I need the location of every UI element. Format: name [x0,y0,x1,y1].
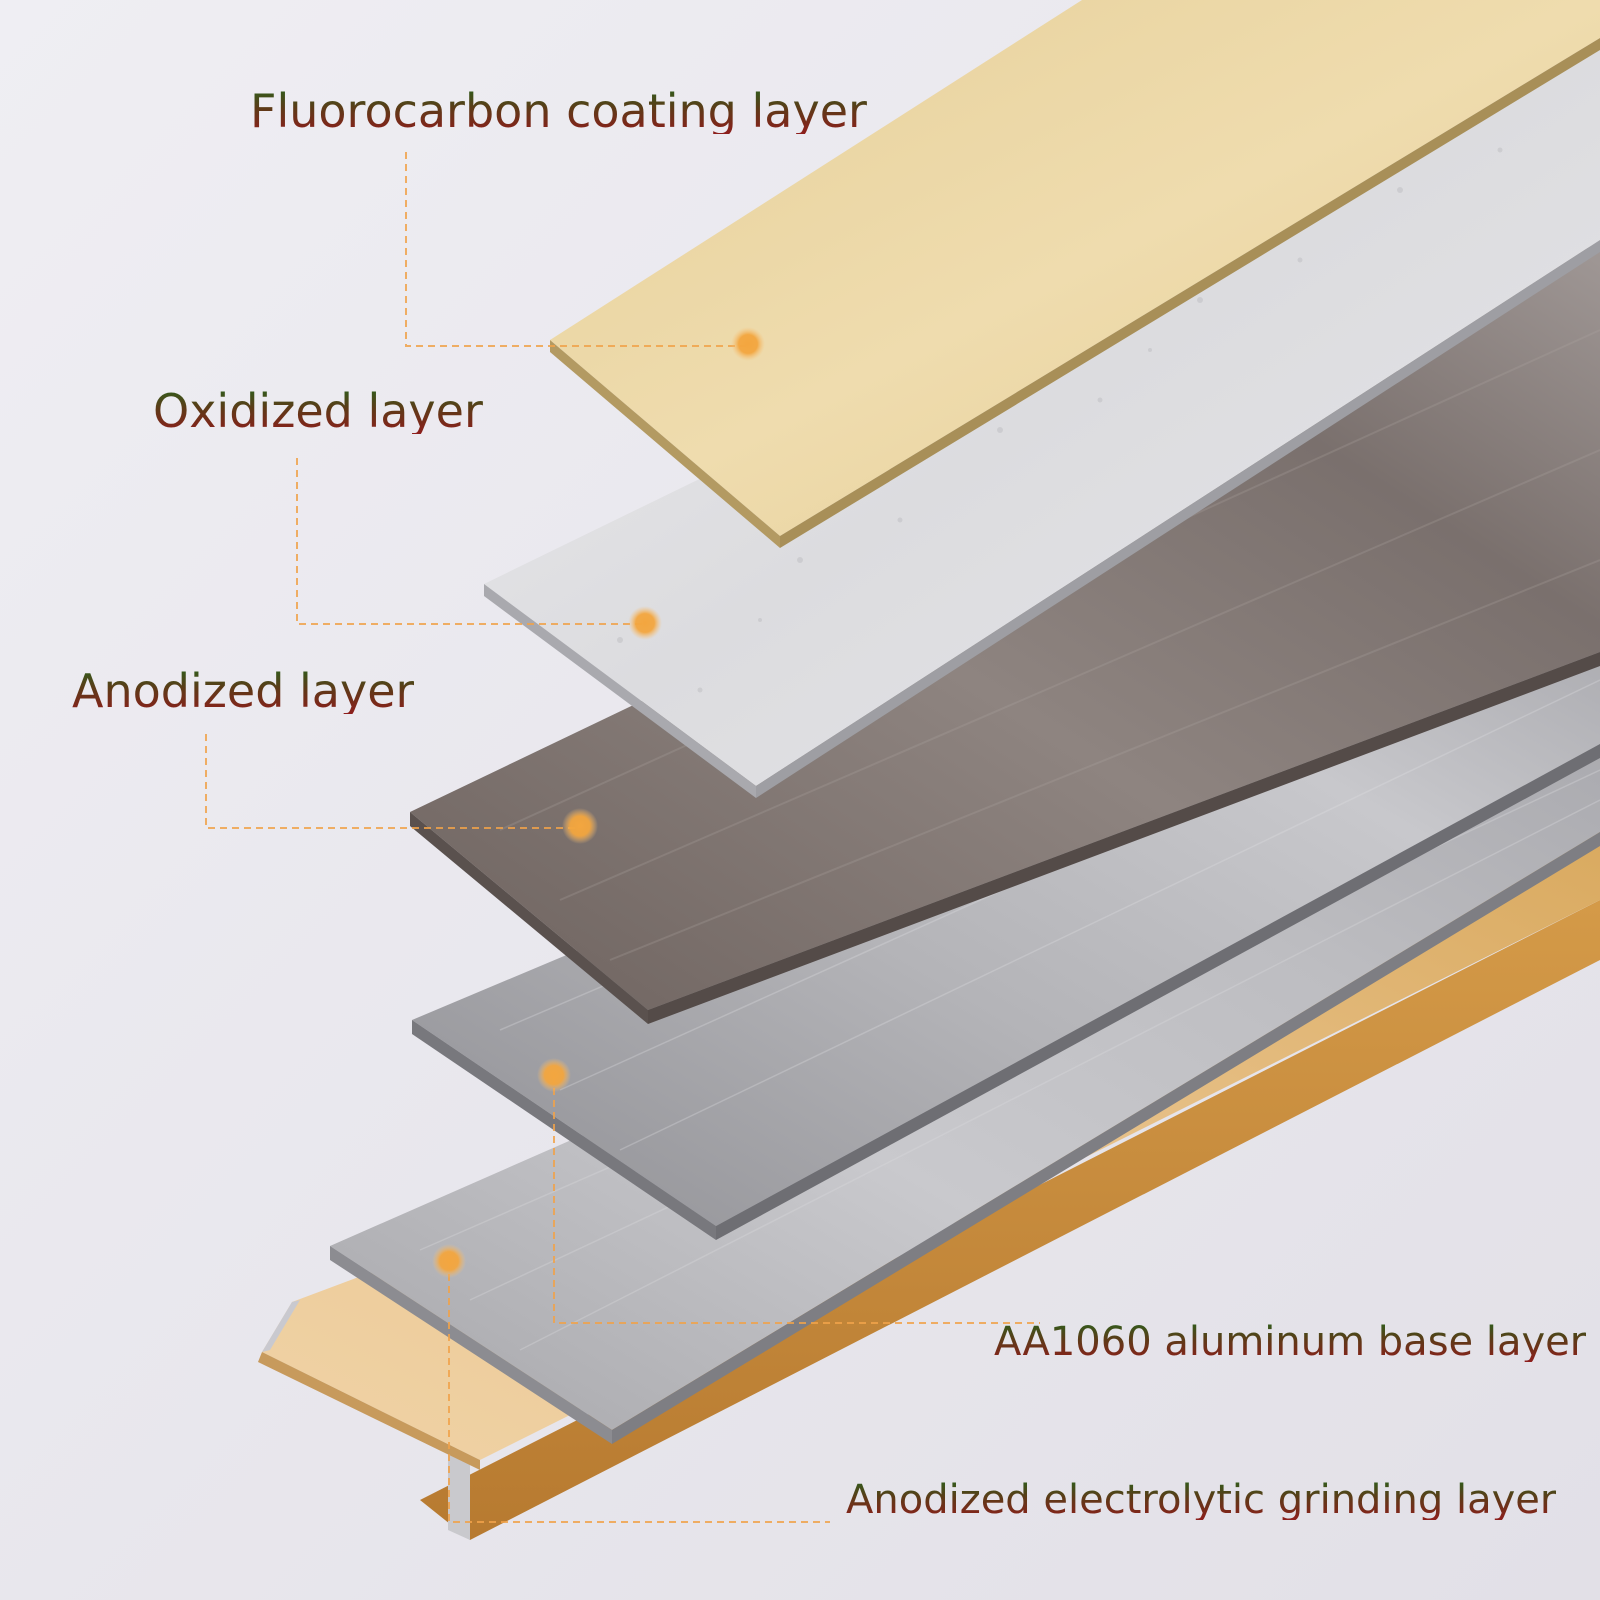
callout-dot-aa1060 [537,1058,571,1092]
label-oxidized-layer: Oxidized layer [153,384,483,438]
oxidized-silver-plate [484,40,1600,798]
callout-dot-fluorocarbon [731,327,765,361]
label-aa1060-aluminum-base-layer: AA1060 aluminum base layer [994,1319,1587,1365]
callout-dot-anodized [562,808,598,844]
callout-dot-electrolytic [432,1244,466,1278]
fluorocarbon-gold-plate [550,0,1600,548]
callout-dot-oxidized [628,606,662,640]
callout-line-electrolytic [448,1262,830,1523]
label-fluorocarbon-coating-layer: Fluorocarbon coating layer [250,84,867,138]
callout-line-oxidized [296,458,644,625]
label-anodized-layer: Anodized layer [72,664,415,718]
callout-line-fluorocarbon [405,152,746,347]
callout-line-aa1060 [553,1076,1040,1324]
label-anodized-electrolytic-grinding-layer: Anodized electrolytic grinding layer [846,1477,1557,1523]
